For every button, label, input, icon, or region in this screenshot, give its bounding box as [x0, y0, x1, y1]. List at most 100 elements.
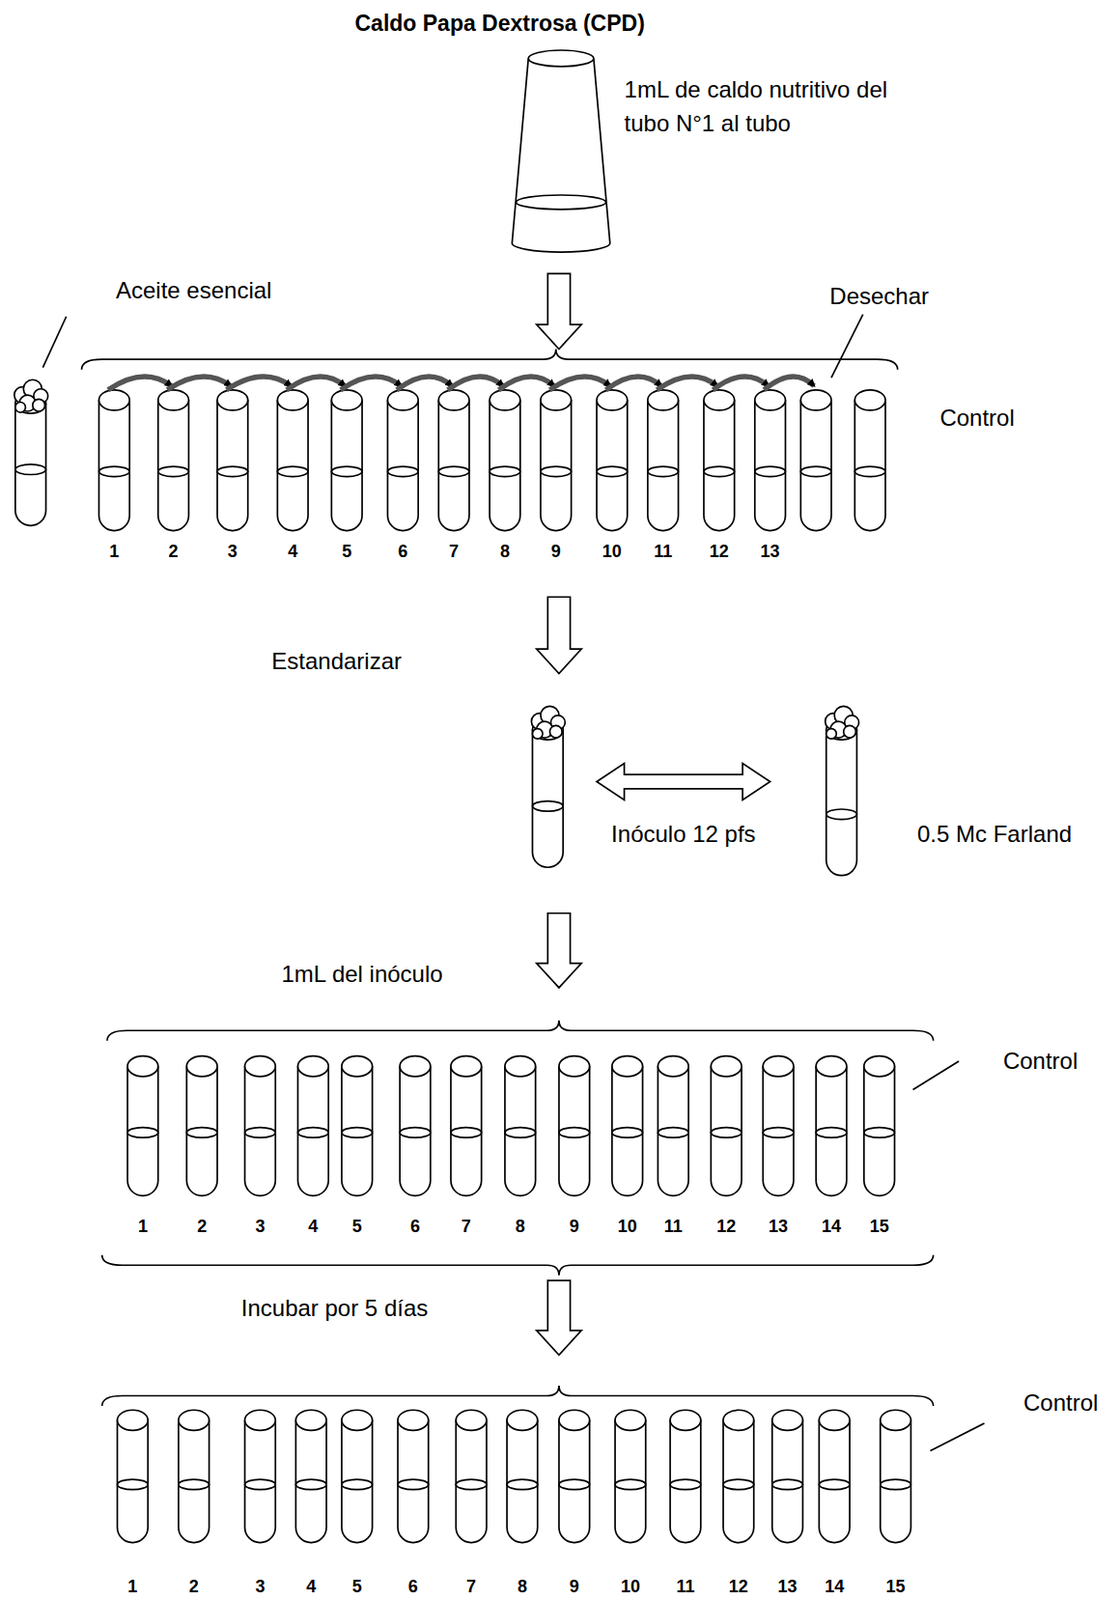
- tube-number: 5: [352, 1216, 363, 1238]
- test-tube: [755, 399, 786, 531]
- tube-mouth: [854, 390, 886, 411]
- tube-number: 15: [886, 1576, 906, 1598]
- tube-number: 7: [461, 1216, 472, 1238]
- tube-number: 6: [408, 1576, 419, 1598]
- test-tube: [277, 399, 308, 531]
- flow-arrow: [536, 596, 582, 673]
- test-tube: [710, 1065, 742, 1196]
- tube-mouth: [559, 1409, 590, 1430]
- liquid-level: [880, 1479, 912, 1490]
- test-tube: [178, 1420, 210, 1543]
- tube-mouth: [297, 1056, 329, 1077]
- test-tube: [657, 1065, 689, 1196]
- transfer-arrow: [712, 376, 768, 391]
- test-tube: [864, 1065, 896, 1196]
- liquid-level: [341, 1127, 373, 1139]
- test-tube: [399, 1065, 431, 1196]
- tube-mouth: [880, 1409, 912, 1430]
- test-tube: [387, 399, 419, 531]
- transfer-arrow: [499, 376, 555, 391]
- tube-number: 4: [306, 1576, 316, 1598]
- tube-mouth: [178, 1409, 210, 1430]
- tube-mouth: [116, 1409, 148, 1430]
- tube-mouth: [772, 1409, 804, 1430]
- tube-number: 8: [515, 1216, 526, 1238]
- transfer-arrow: [286, 376, 345, 391]
- liquid-level: [331, 466, 363, 477]
- tube-number: 5: [341, 541, 352, 563]
- control-label: Control: [939, 404, 1014, 433]
- test-tube: [450, 1065, 482, 1196]
- liquid-level: [489, 466, 521, 477]
- liquid-level: [818, 1479, 850, 1490]
- liquid-level: [217, 466, 249, 477]
- tube-mouth: [438, 390, 470, 411]
- liquid-level: [450, 1127, 482, 1139]
- transfer-arrow: [396, 376, 452, 391]
- tube-number: 11: [664, 1216, 683, 1238]
- tube-mouth: [596, 390, 628, 411]
- test-tube: [506, 1420, 538, 1543]
- tube-mouth: [559, 1056, 590, 1077]
- tube-number: 4: [308, 1216, 318, 1238]
- liquid-level: [772, 1479, 804, 1490]
- test-tube: [596, 399, 628, 531]
- tube-number: 8: [500, 541, 510, 563]
- step-label: 1mL de caldo nutritivo del tubo N°1 al t…: [624, 73, 896, 141]
- beaker-rim: [528, 50, 594, 67]
- test-tube: [818, 1420, 850, 1543]
- tube-mouth: [647, 390, 679, 411]
- liquid-level: [647, 466, 679, 477]
- leader-line: [42, 316, 66, 368]
- test-tube: [703, 399, 735, 531]
- liquid-level: [438, 466, 470, 477]
- transfer-arrow: [606, 376, 662, 391]
- cotton-plug: [826, 728, 838, 740]
- tube-mouth: [450, 1056, 482, 1077]
- liquid-level: [245, 1479, 277, 1490]
- liquid-level: [178, 1479, 210, 1490]
- liquid-level: [815, 1127, 847, 1139]
- transfer-arrow: [656, 376, 717, 391]
- liquid-level: [559, 1127, 590, 1139]
- tube-label: 0.5 Mc Farland: [917, 820, 1072, 849]
- liquid-level: [826, 809, 858, 820]
- test-tube: [615, 1420, 646, 1543]
- liquid-level: [596, 466, 628, 477]
- bracket: [82, 349, 898, 370]
- tube-mouth: [98, 390, 130, 411]
- liquid-level: [98, 466, 130, 477]
- cotton-plug: [32, 398, 46, 412]
- tube-number: 3: [254, 1216, 265, 1238]
- test-tube: [245, 1420, 277, 1543]
- test-tube: [532, 729, 563, 868]
- tube-number: 15: [869, 1216, 890, 1238]
- tube-mouth: [615, 1409, 646, 1430]
- liquid-level: [504, 1127, 536, 1139]
- test-tube: [772, 1420, 804, 1543]
- liquid-level: [559, 1479, 590, 1490]
- tube-number: 5: [352, 1576, 363, 1598]
- transfer-arrow: [763, 376, 814, 391]
- liquid-level: [762, 1127, 794, 1139]
- liquid-level: [158, 466, 190, 477]
- test-tube: [158, 399, 190, 531]
- test-tube: [826, 729, 858, 876]
- tube-mouth: [217, 390, 249, 411]
- transfer-arrow: [549, 376, 610, 391]
- transfer-arrow: [226, 376, 292, 391]
- beaker: [511, 57, 610, 252]
- tube-number: 10: [620, 1576, 641, 1598]
- tube-mouth: [158, 390, 190, 411]
- tube-mouth: [341, 1056, 373, 1077]
- test-tube: [489, 399, 521, 531]
- test-tube: [341, 1065, 373, 1196]
- bracket: [102, 1255, 934, 1276]
- liquid-level: [387, 466, 419, 477]
- leader-line: [913, 1061, 960, 1091]
- tube-number: 2: [196, 1216, 207, 1238]
- liquid-level: [703, 466, 735, 477]
- tube-number: 1: [127, 1576, 138, 1598]
- tube-mouth: [612, 1056, 644, 1077]
- tube-mouth: [703, 390, 735, 411]
